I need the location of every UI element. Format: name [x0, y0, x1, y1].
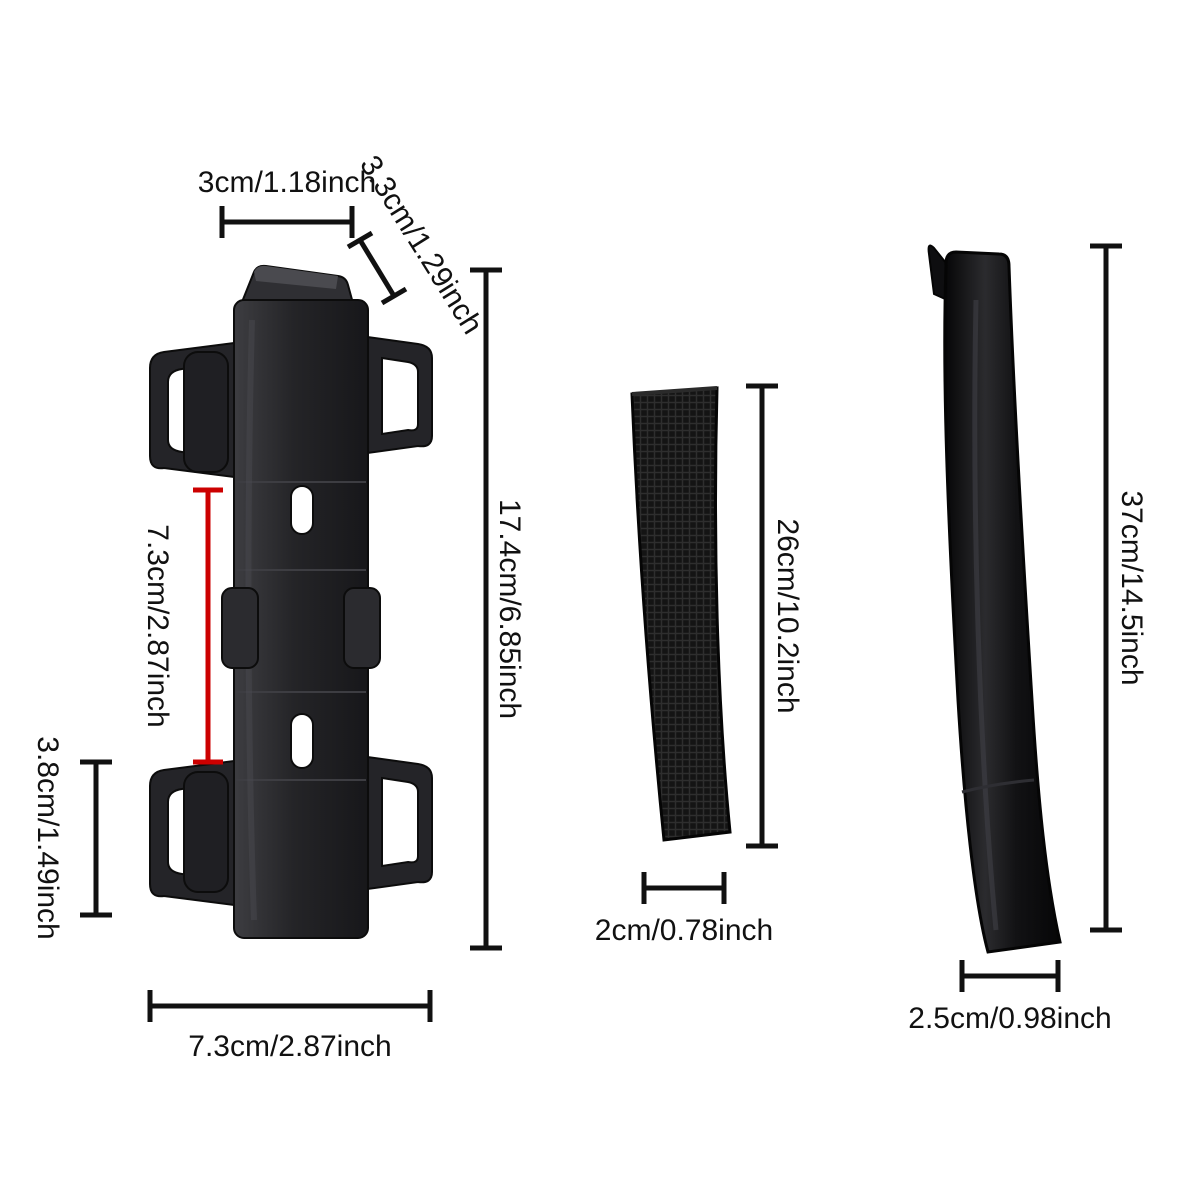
strap-long-fold-line [961, 778, 1035, 794]
bracket-tab-mid-left [221, 587, 259, 669]
label-strap-short-length: 26cm/10.2inch [771, 518, 804, 713]
strap-short-body [630, 386, 732, 842]
bracket-tab-mid-right [343, 587, 381, 669]
dim-bracket-total-height [470, 267, 502, 951]
rubber-strap-long [927, 244, 1062, 954]
dimension-labels: 3cm/1.18inch 3.3cm/1.29inch 17.4cm/6.85i… [31, 150, 1148, 1063]
bracket-slot-lower [290, 713, 314, 769]
label-bracket-mid-spacing: 7.3cm/2.87inch [141, 524, 174, 727]
bracket-wing-top-right [359, 334, 433, 456]
dim-bracket-wing-height [80, 759, 112, 918]
bracket-plate-creases [236, 481, 366, 781]
dim-strap-long-width [959, 960, 1061, 992]
dim-line [357, 238, 397, 298]
label-strap-long-length: 37cm/14.5inch [1115, 490, 1148, 685]
label-bracket-flange-depth: 3.3cm/1.29inch [353, 150, 489, 340]
dim-bracket-bottom-width [147, 990, 433, 1022]
bracket-tab-bottom-left [183, 771, 229, 893]
label-strap-long-width: 2.5cm/0.98inch [908, 1002, 1111, 1035]
dim-tick [380, 286, 408, 306]
label-bracket-total-height: 17.4cm/6.85inch [493, 499, 526, 719]
dim-bracket-flange-depth [346, 230, 408, 306]
dim-strap-long-length [1090, 243, 1122, 933]
label-bracket-bottom-width: 7.3cm/2.87inch [188, 1030, 391, 1063]
label-strap-short-width: 2cm/0.78inch [595, 914, 773, 947]
dim-strap-short-length [746, 383, 778, 849]
label-bracket-wing-height: 3.8cm/1.49inch [31, 736, 64, 939]
bracket-tab-top-left [183, 351, 229, 473]
bracket-wing-bottom-right [359, 754, 433, 892]
dim-bracket-mid-spacing [193, 487, 223, 765]
strap-short-top-edge [631, 386, 718, 396]
strap-long-body [943, 250, 1062, 954]
dim-strap-short-width [641, 872, 727, 904]
bracket-top-flange-highlight [254, 265, 338, 289]
strap-long-sheen [972, 299, 999, 931]
webbing-strap-short [630, 386, 732, 842]
dim-bracket-top-width [219, 206, 355, 238]
label-bracket-top-width: 3cm/1.18inch [198, 166, 376, 199]
bracket-slot-upper [290, 485, 314, 535]
dim-tick [346, 230, 374, 250]
mounting-bracket [149, 264, 433, 939]
